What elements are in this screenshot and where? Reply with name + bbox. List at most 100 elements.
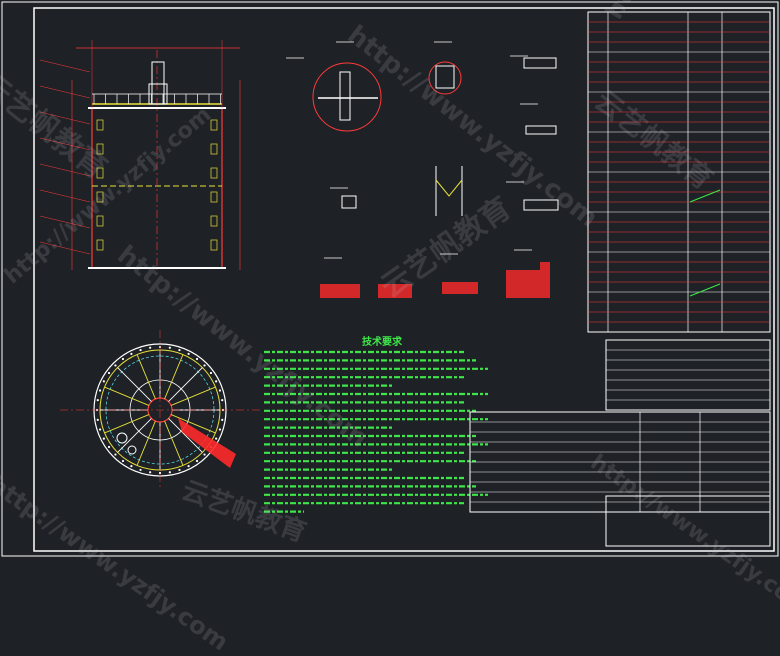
radial-beam: [136, 354, 156, 400]
rim-bolt: [130, 352, 133, 355]
scraper-arm: [178, 418, 236, 468]
section-1: [320, 284, 360, 298]
rim-bolt: [209, 371, 213, 375]
leader-line: [39, 137, 91, 151]
handrail-group: [92, 93, 222, 104]
stiffener: [96, 143, 104, 155]
rim-bolt: [96, 399, 99, 402]
rim-bolt: [114, 364, 117, 367]
radial-beam: [168, 418, 203, 453]
drawing-canvas: [1, 1, 779, 557]
rim-bolt: [121, 357, 125, 361]
radial-beam: [117, 418, 152, 453]
detail-f-plate: [525, 125, 557, 135]
technical-requirements-title: 技术要求: [362, 337, 402, 348]
stiffener: [210, 119, 218, 131]
stiffener: [96, 239, 104, 251]
revision-mark: [689, 283, 721, 297]
rim-bolt: [130, 465, 133, 468]
rim-bolt: [158, 471, 162, 475]
leader-line: [39, 189, 91, 203]
stiffener: [210, 215, 218, 227]
radial-beam: [136, 420, 156, 466]
rim-bolt: [218, 428, 222, 431]
radial-beam: [164, 354, 184, 400]
rim-bolt: [121, 459, 125, 463]
leader-line: [39, 163, 91, 177]
inspection-hole-1: [116, 432, 128, 444]
parts-table: [605, 339, 771, 411]
stiffener: [96, 167, 104, 179]
stiffener: [210, 191, 218, 203]
radial-beam: [104, 386, 150, 406]
rim-bolt: [187, 352, 190, 355]
revision-mark: [689, 189, 721, 203]
rim-bolt: [195, 357, 199, 361]
stiffener: [210, 239, 218, 251]
rim-bolt: [102, 380, 105, 383]
radial-beam: [164, 420, 184, 466]
rim-bolt: [98, 389, 102, 392]
rim-bolt: [149, 346, 152, 349]
rim-bolt: [114, 453, 117, 456]
detail-b-circle: [428, 61, 462, 95]
leader-line: [39, 59, 91, 73]
rim-bolt: [139, 348, 142, 352]
rim-bolt: [218, 389, 222, 392]
section-2: [378, 284, 412, 298]
rim-bolt: [107, 371, 111, 375]
title-box: [605, 495, 771, 547]
table-rows: [470, 21, 770, 503]
drawing-border: [33, 7, 775, 552]
rim-bolt: [195, 459, 199, 463]
stiffener: [96, 191, 104, 203]
detail-a-member: [339, 71, 351, 121]
leader-line: [39, 85, 91, 99]
detail-g-plate: [523, 199, 559, 211]
section-4: [506, 262, 550, 298]
stiffener-group: [96, 119, 218, 251]
rim-bolt: [168, 346, 171, 349]
rim-bolt: [221, 399, 224, 402]
inspection-hole-2: [127, 445, 137, 455]
technical-requirements-text: [264, 350, 488, 513]
title-block: [469, 11, 771, 547]
rim-bolt: [168, 471, 171, 474]
elevation-view: [39, 40, 241, 270]
rim-bolt: [149, 471, 152, 474]
rim-bolt: [178, 348, 181, 352]
rim-bolt: [215, 437, 218, 440]
leader-line: [39, 241, 91, 255]
plan-view: [60, 330, 260, 490]
leader-line: [39, 215, 91, 229]
rim-bolt: [98, 428, 102, 431]
radial-beam: [104, 414, 150, 434]
detail-labels: [286, 41, 538, 259]
radial-beam: [168, 367, 203, 402]
detail-e-plate: [523, 57, 557, 69]
leader-lines: [39, 59, 91, 255]
rim-bolt: [221, 418, 224, 421]
detail-views: [286, 41, 559, 298]
rim-bolt: [187, 465, 190, 468]
radial-beam: [170, 386, 216, 406]
stiffener: [210, 143, 218, 155]
detail-a-circle: [312, 62, 382, 132]
detail-d-member: [341, 195, 357, 209]
radial-beam: [117, 367, 152, 402]
rim-bolt: [107, 445, 111, 449]
detail-c-weld: [435, 179, 463, 197]
rim-bolt: [203, 364, 206, 367]
drive-motor: [151, 61, 165, 105]
rim-bolt: [96, 418, 99, 421]
rim-bolt: [215, 380, 218, 383]
outer-frame: [1, 1, 779, 557]
stiffener: [210, 167, 218, 179]
section-3: [442, 282, 478, 294]
rim-bolt: [203, 453, 206, 456]
radial-beam: [170, 414, 216, 434]
stiffener: [96, 119, 104, 131]
leader-line: [39, 111, 91, 125]
stiffener: [96, 215, 104, 227]
